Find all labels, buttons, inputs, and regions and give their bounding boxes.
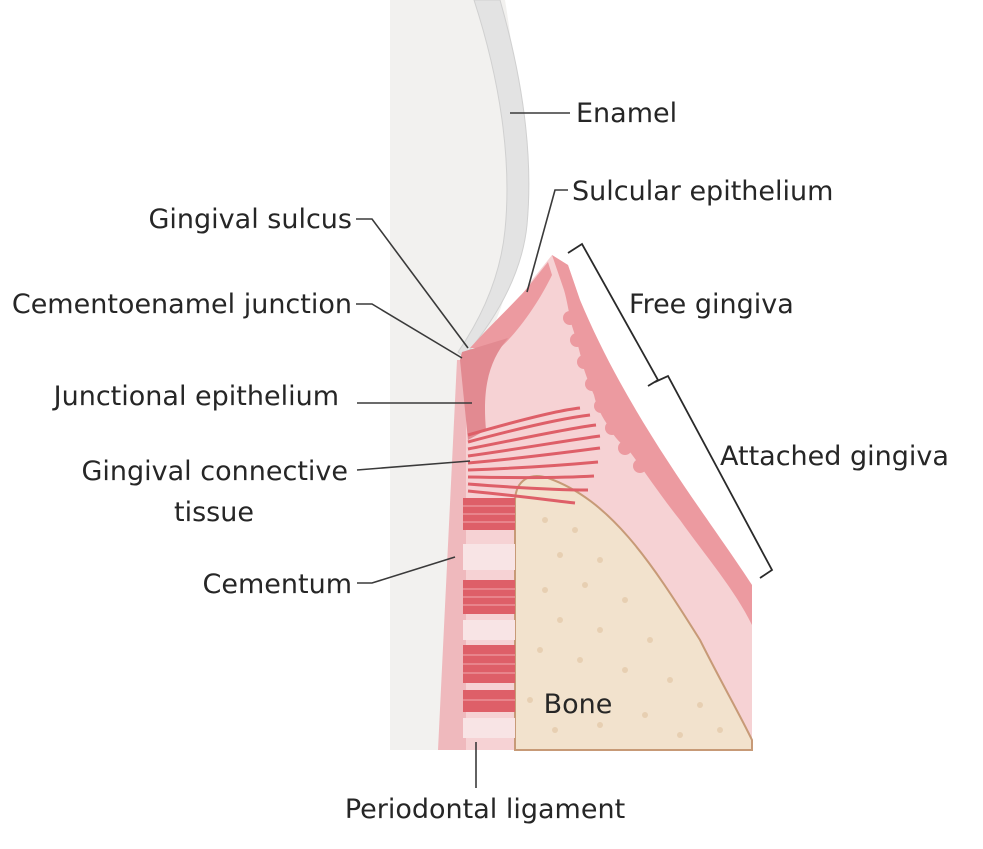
gingival-fibers (467, 406, 601, 505)
sulcular-epithelium-leader (526, 189, 568, 293)
junctional-epithelium-layer (460, 338, 508, 440)
label-bone: Bone (544, 689, 613, 720)
label-gingival-connective-tissue-line1: Gingival connective (81, 456, 348, 487)
rete-ridges (563, 311, 647, 473)
gingival-sulcus-leader (356, 218, 469, 349)
label-free-gingiva: Free gingiva (629, 289, 794, 320)
label-junctional-epithelium: Junctional epithelium (52, 381, 339, 412)
free-gingiva-bracket (567, 242, 660, 387)
label-cementoenamel-junction: Cementoenamel junction (12, 289, 352, 320)
attached-gingiva-bracket (654, 374, 774, 579)
label-cementum: Cementum (203, 569, 353, 600)
tooth-root (390, 0, 519, 750)
label-gingival-connective-tissue-line2: tissue (174, 497, 254, 528)
oral-epithelium (552, 255, 752, 625)
sulcular-epithelium-layer (470, 262, 552, 348)
label-gingival-sulcus: Gingival sulcus (149, 204, 353, 235)
periodontal-ligament-bundles (463, 498, 515, 738)
label-sulcular-epithelium: Sulcular epithelium (572, 176, 833, 207)
bone-pores (527, 517, 723, 738)
cementum-leader (357, 556, 456, 584)
cementoenamel-junction-leader (356, 303, 463, 359)
label-enamel: Enamel (576, 98, 677, 129)
label-attached-gingiva: Attached gingiva (720, 441, 949, 472)
gingival-connective-tissue-leader (356, 460, 471, 471)
label-periodontal-ligament: Periodontal ligament (345, 794, 625, 825)
